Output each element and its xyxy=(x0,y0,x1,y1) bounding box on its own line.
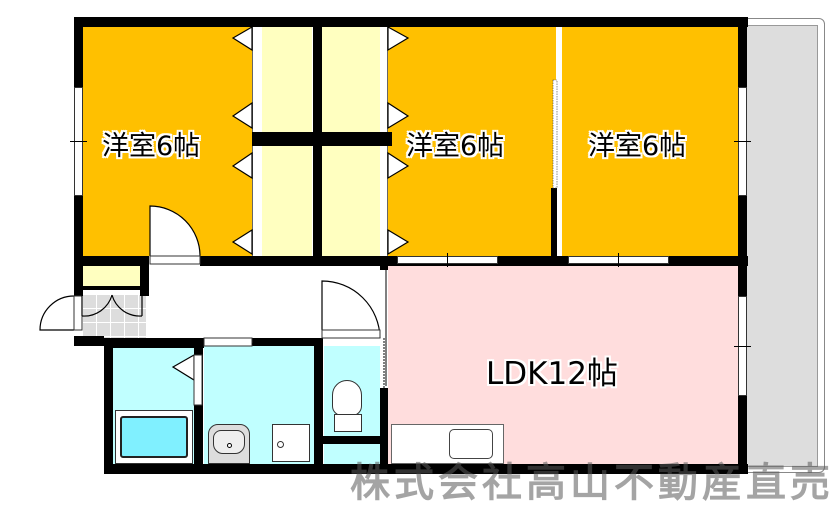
wall-shoe-right xyxy=(140,264,149,296)
wall-room2-room3 xyxy=(551,17,559,27)
wall-wet-left xyxy=(104,338,113,474)
room-label-western-1: 洋室6帖 xyxy=(102,131,201,162)
closet-door-strip-4[interactable] xyxy=(380,146,388,256)
closet-door-strip-1[interactable] xyxy=(252,27,262,132)
wall-left-entrance xyxy=(74,336,104,346)
wall-left-mid xyxy=(74,196,83,296)
shoe-closet xyxy=(82,266,142,286)
room-label-western-2: 洋室6帖 xyxy=(406,131,505,162)
closet-2-top xyxy=(322,26,380,132)
closet-2-bottom xyxy=(322,146,380,256)
sink-basin xyxy=(213,430,245,454)
bathtub xyxy=(115,410,193,464)
bathtub-basin xyxy=(120,416,188,458)
wall-toilet-bottom xyxy=(322,436,384,444)
wall-hall-ldk-top xyxy=(380,256,388,270)
drain-icon xyxy=(277,441,284,448)
closet-door-triangles xyxy=(39,25,558,406)
western-room-3 xyxy=(562,26,738,256)
wall-left-upper xyxy=(74,17,83,87)
wall-wash-toilet xyxy=(314,338,323,474)
wall-shoe-bottom xyxy=(82,286,148,290)
kitchen-sink xyxy=(449,429,493,459)
wall-right-mid xyxy=(738,196,747,296)
wall-room1-bottom-right xyxy=(200,256,390,266)
wall-bottom xyxy=(104,464,748,474)
closet-1-bottom xyxy=(262,146,312,256)
wall-room2-bottom xyxy=(384,256,748,266)
sink-vanity xyxy=(208,424,250,464)
balcony-floor xyxy=(746,25,818,467)
door-swing-room1 xyxy=(149,205,201,257)
closet-door-strip-3[interactable] xyxy=(380,27,388,132)
western-room-2 xyxy=(388,26,556,256)
door-swing-ldk xyxy=(321,280,381,339)
wall-closet-mid xyxy=(252,132,392,146)
closet-door-strip-2[interactable] xyxy=(252,146,262,256)
room-label-ldk: LDK12帖 xyxy=(486,356,618,392)
wall-right-lower xyxy=(738,396,747,474)
wall-wet-top-left xyxy=(104,338,204,348)
entrance-tile xyxy=(82,294,146,338)
toilet-bowl xyxy=(332,380,362,416)
entrance-door-swing xyxy=(39,295,75,331)
wall-room2-room3-lower xyxy=(551,188,557,266)
faucet-icon xyxy=(227,443,232,448)
wall-toilet-ldk xyxy=(380,388,388,474)
wall-wet-top-mid xyxy=(252,338,322,346)
toilet-tank xyxy=(334,414,362,432)
wall-bath-wash xyxy=(194,338,203,474)
washer-space xyxy=(272,424,310,462)
closet-1-top xyxy=(262,26,312,132)
wall-right-upper xyxy=(738,17,747,87)
room-label-western-3: 洋室6帖 xyxy=(588,131,687,162)
wall-top xyxy=(74,17,748,27)
kitchen-counter xyxy=(391,424,504,464)
wall-room1-bottom-left xyxy=(74,256,149,266)
watermark-text: 株式会社高山不動産直売 xyxy=(350,460,834,506)
